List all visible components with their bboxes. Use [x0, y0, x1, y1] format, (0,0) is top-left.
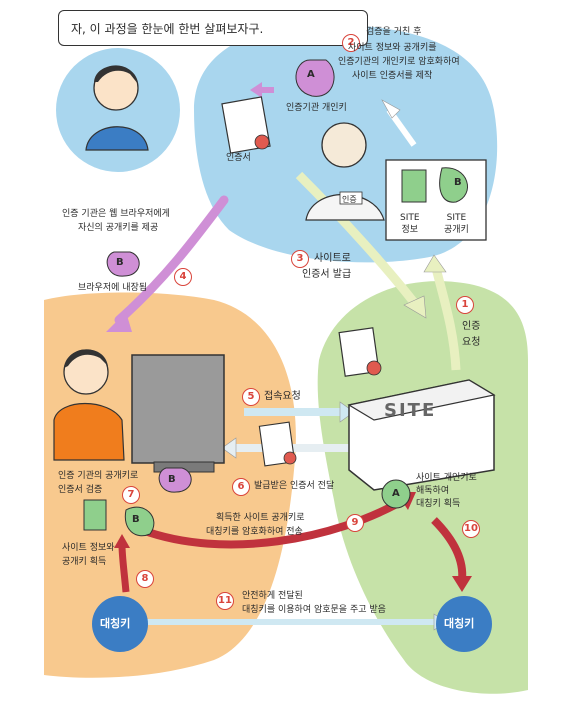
step9-badge: 9	[346, 514, 364, 532]
step11-line-1: 안전하게 전달된	[242, 591, 303, 601]
ca-private-key	[295, 59, 335, 97]
arrow-step6-head	[221, 437, 237, 459]
step2-line-1: 검증을 거친 후	[366, 27, 422, 37]
ca-badge	[339, 191, 363, 205]
ca-badge-label: 인증	[342, 195, 357, 204]
arrow-step9	[140, 496, 406, 549]
step3-badge: 3	[291, 250, 309, 268]
arrow-step8	[118, 544, 130, 593]
step10-line-1: 사이트 개인키로	[416, 473, 477, 483]
presenter-body	[85, 126, 149, 151]
step4-line-1: 인증 기관은 웹 브라우저에게	[62, 209, 170, 219]
step7-badge: 7	[122, 486, 140, 504]
site-info-pubkey-line-2: 공개키 획득	[62, 557, 107, 567]
symmetric-key-left-circle	[92, 596, 148, 652]
site-building-label: SITE	[384, 400, 437, 421]
site-building-top	[347, 379, 496, 421]
symmetric-key-left-label: 대칭키	[100, 617, 131, 630]
step1-badge: 1	[456, 296, 474, 314]
ca-private-key-letter: A	[307, 69, 315, 80]
step9-line-2: 대칭키를 암호화하여 전송	[206, 527, 303, 537]
step4-line-2: 자신의 공개키를 제공	[78, 223, 159, 233]
site-info-doc	[401, 169, 427, 203]
step6-badge: 6	[232, 478, 250, 496]
client-site-pubkey-letter: B	[132, 514, 140, 525]
arrow-step4-head	[106, 312, 132, 332]
step1-line-1: 인증	[462, 321, 481, 332]
ca-private-key-label: 인증기관 개인키	[286, 103, 347, 113]
site-private-key-letter: A	[392, 488, 400, 499]
step7-line-2: 인증서 검증	[58, 485, 103, 495]
site-private-key	[381, 479, 411, 509]
step10-badge: 10	[462, 520, 480, 538]
cert-ca-seal	[254, 134, 270, 150]
site-pubkey-shape	[439, 167, 468, 203]
step11-line-2: 대칭키를 이용하여 암호문을 주고 받음	[242, 605, 386, 615]
step1-line-2: 요청	[462, 337, 481, 348]
arrow-step5-head	[339, 401, 355, 423]
speech-bubble: 자, 이 과정을 한눈에 한번 살펴보자구.	[58, 10, 368, 46]
arrow-step4	[114, 195, 229, 325]
arrow-step1-head	[423, 254, 447, 273]
speech-bubble-text: 자, 이 과정을 한눈에 한번 살펴보자구.	[71, 22, 264, 36]
user-body	[53, 402, 125, 461]
cert-transit-seal	[283, 451, 297, 465]
site-info-client	[83, 499, 107, 531]
ca-officer-head	[321, 122, 367, 168]
step3-line-1: 사이트로	[314, 253, 351, 264]
diagram-canvas	[44, 24, 528, 694]
step4-sub: 브라우저에 내장됨	[78, 283, 148, 293]
step6-label: 발급받은 인증서 전달	[254, 481, 335, 491]
arrow-step2b-head	[381, 99, 401, 119]
step5-label: 접속요청	[264, 391, 301, 402]
site-pubkey-letter: B	[454, 177, 462, 188]
diagram-panel: 자, 이 과정을 한눈에 한번 살펴보자구. 2 검증을 거친 후 사이트 정보…	[44, 0, 528, 700]
certificate-label: 인증서	[226, 153, 251, 163]
ca-public-key-browser	[106, 251, 140, 277]
cert-site-seal	[366, 360, 382, 376]
step3-line-2: 인증서 발급	[302, 269, 352, 280]
client-ca-key-letter: B	[168, 474, 176, 485]
arrow-step8-head	[114, 534, 130, 548]
step4-badge: 4	[174, 268, 192, 286]
site-pubkey-label: SITE 공개키	[444, 213, 469, 235]
step5-badge: 5	[242, 388, 260, 406]
browser-key-letter: B	[116, 257, 124, 268]
step10-line-3: 대칭키 획득	[416, 499, 461, 509]
presenter-hair	[94, 65, 138, 84]
step2-line-3: 인증기관의 개인키로 암호화하여	[338, 57, 460, 67]
arrow-step10	[431, 517, 467, 581]
step10-line-2: 해독하여	[416, 486, 450, 496]
arrow-step3-head	[403, 295, 427, 319]
symmetric-key-right-circle	[436, 596, 492, 652]
site-pubkey-client	[124, 506, 155, 537]
user-hair	[64, 349, 108, 368]
step2-line-2: 사이트 정보와 공개키를	[348, 43, 437, 53]
arrow-step10-head	[452, 576, 472, 592]
computer-monitor	[131, 354, 225, 464]
step7-line-1: 인증 기관의 공개키로	[58, 471, 139, 481]
symmetric-key-right-label: 대칭키	[444, 617, 475, 630]
step2-line-4: 사이트 인증서를 제작	[352, 71, 433, 81]
site-info-label: SITE 정보	[400, 213, 420, 235]
ca-public-key-client	[158, 467, 192, 493]
step8-badge: 8	[136, 570, 154, 588]
site-info-pubkey-line-1: 사이트 정보와	[62, 543, 115, 553]
step11-badge: 11	[216, 592, 234, 610]
step2-badge: 2	[342, 34, 360, 52]
arrow-step3	[295, 171, 420, 308]
step9-line-1: 획득한 사이트 공개키로	[216, 513, 305, 523]
arrow-step1	[431, 266, 461, 371]
arrow-step2a-head	[250, 82, 262, 98]
